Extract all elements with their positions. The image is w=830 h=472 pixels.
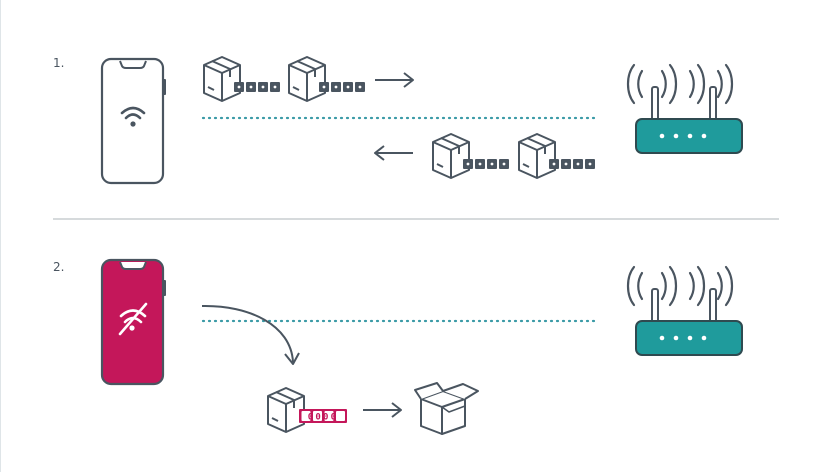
wifi-off-icon	[118, 302, 148, 336]
arrow-right-icon	[375, 72, 414, 88]
arrow-right-icon-2	[363, 402, 402, 418]
step-2-number: 2.	[53, 260, 64, 274]
phone-online	[100, 57, 166, 185]
step-1-number: 1.	[53, 56, 64, 70]
phone-offline	[100, 258, 166, 386]
packet-counter: 0000	[299, 409, 347, 423]
arrow-left-icon	[374, 145, 413, 161]
router-icon-1	[626, 63, 744, 155]
packet-outgoing-2	[288, 56, 365, 102]
wifi-icon	[120, 106, 146, 127]
router-icon-2	[626, 265, 744, 357]
packet-counter-text: 0000	[308, 413, 338, 423]
curved-arrow-icon	[201, 304, 300, 365]
packet-incoming-1	[432, 133, 509, 179]
open-box-icon	[414, 382, 479, 435]
packet-incoming-2	[518, 133, 595, 179]
packet-outgoing-1	[203, 56, 280, 102]
packet-reset	[267, 387, 305, 433]
